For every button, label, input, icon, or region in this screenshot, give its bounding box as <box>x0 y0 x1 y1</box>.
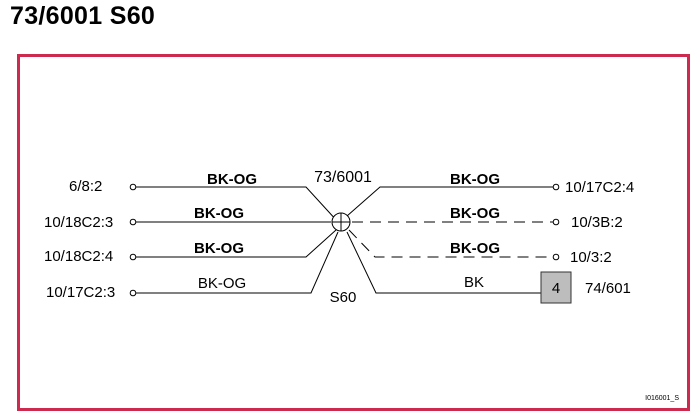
splice-point[interactable] <box>331 212 351 232</box>
wire-right-4-color: BK <box>464 274 484 291</box>
wire-right-3 <box>348 229 553 258</box>
wire-left-2-color: BK-OG <box>194 205 244 222</box>
splice-label-bottom: S60 <box>330 289 357 306</box>
connector-box[interactable] <box>540 271 572 304</box>
wire-left-4 <box>136 231 339 294</box>
terminal-right-1-label: 10/17C2:4 <box>565 179 634 196</box>
terminal-left-2-label: 10/18C2:3 <box>44 214 113 231</box>
wire-right-3-color: BK-OG <box>450 240 500 257</box>
diagram-frame <box>17 54 690 411</box>
terminal-right-2[interactable] <box>552 218 560 226</box>
wire-left-1 <box>136 186 339 223</box>
wire-left-1-color: BK-OG <box>207 171 257 188</box>
terminal-left-1[interactable] <box>129 183 137 191</box>
terminal-left-3-label: 10/18C2:4 <box>44 248 113 265</box>
wire-right-2-color: BK-OG <box>450 205 500 222</box>
connector-box-label: 4 <box>552 280 560 297</box>
wire-left-3-color: BK-OG <box>194 240 244 257</box>
page-title: 73/6001 S60 <box>10 2 156 30</box>
splice-label-top: 73/6001 <box>314 169 372 186</box>
terminal-right-2-label: 10/3B:2 <box>571 214 623 231</box>
terminal-right-3[interactable] <box>552 253 560 261</box>
drawing-id: I016001_S <box>645 395 679 402</box>
terminal-right-3-label: 10/3:2 <box>570 249 612 266</box>
terminal-left-1-label: 6/8:2 <box>69 178 102 195</box>
terminal-right-4-label: 74/601 <box>585 280 631 297</box>
right-wires <box>346 183 572 304</box>
wire-left-3 <box>136 229 337 258</box>
terminal-left-2[interactable] <box>129 218 137 226</box>
terminal-left-4-label: 10/17C2:3 <box>46 284 115 301</box>
wire-left-4-color: BK-OG <box>198 275 246 292</box>
terminal-left-4[interactable] <box>129 289 137 297</box>
terminal-left-3[interactable] <box>129 253 137 261</box>
wire-right-1 <box>346 186 553 217</box>
terminal-right-1[interactable] <box>552 183 560 191</box>
left-wires <box>129 183 339 297</box>
wire-right-1-color: BK-OG <box>450 171 500 188</box>
wire-right-4 <box>346 231 541 294</box>
